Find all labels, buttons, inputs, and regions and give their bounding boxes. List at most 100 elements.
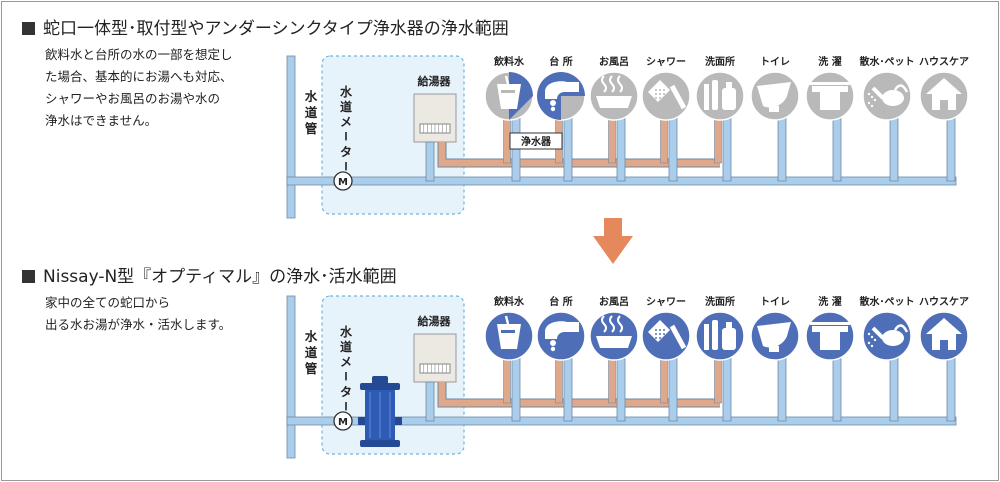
cold-pipe: [722, 357, 732, 422]
svg-text:道: 道: [340, 99, 352, 114]
section1-heading: 蛇口一体型･取付型やアンダーシンクタイプ浄水器の浄水範囲: [22, 14, 509, 39]
water-meter-icon: [333, 411, 353, 431]
water-heater-unit: [413, 93, 457, 143]
fixture-circle: [536, 311, 586, 361]
fixture-label: 台 所: [549, 295, 572, 308]
heading-square-icon: [22, 270, 35, 283]
fixture-circle: [641, 71, 691, 121]
fixture-circle: [695, 71, 745, 121]
svg-text:タ: タ: [340, 145, 352, 159]
shower-icon: [648, 80, 687, 110]
cold-pipe: [425, 141, 435, 182]
fixture-3: お風呂: [589, 296, 639, 361]
fixture-8: 散水･ペット: [860, 295, 915, 361]
svg-text:メ: メ: [340, 115, 352, 129]
hot-water-riser: [503, 117, 511, 164]
fixture-7: 洗 濯: [805, 55, 855, 121]
svg-text:水: 水: [305, 329, 318, 344]
hot-water-riser: [714, 357, 722, 404]
cold-pipe: [889, 117, 899, 182]
water-meter-icon: [333, 171, 353, 191]
purifier-unit: [358, 376, 402, 447]
cup-icon: [497, 315, 521, 349]
faucet-icon: [545, 81, 579, 112]
fixture-label: ハウスケア: [919, 56, 969, 68]
cold-pipe: [286, 55, 296, 219]
fixture-1: 飲料水: [484, 55, 534, 121]
svg-text:道: 道: [340, 339, 352, 354]
svg-text:水: 水: [305, 89, 318, 104]
fixture-label: 飲料水: [493, 295, 525, 308]
svg-text:水: 水: [340, 84, 353, 99]
cold-pipe: [616, 357, 626, 422]
section1-diagram: 水道管水道メタ給湯器飲料水台 所お風呂シャワー洗面所トイレ洗 濯散水･ペットハウ…: [286, 55, 969, 219]
toothbrush-icon: [704, 320, 736, 350]
cold-pipe: [777, 117, 787, 182]
cold-pipe: [563, 357, 573, 422]
fixture-label: 散水･ペット: [860, 55, 915, 68]
water-main-label: 水道管: [305, 329, 318, 376]
svg-text:メ: メ: [340, 355, 352, 369]
shower-icon: [648, 320, 687, 350]
cold-pipe: [777, 357, 787, 422]
fixture-label: ハウスケア: [919, 296, 969, 308]
fixture-label: 洗 濯: [818, 295, 841, 308]
fixture-label: トイレ: [760, 296, 790, 308]
svg-text:道: 道: [305, 105, 318, 120]
fixture-8: 散水･ペット: [860, 55, 915, 121]
fixture-5: 洗面所: [695, 295, 745, 361]
fixture-label: シャワー: [646, 56, 686, 68]
cold-pipe: [722, 117, 732, 182]
house-icon: [926, 78, 962, 110]
water-meter-symbol: M: [338, 177, 348, 188]
fixture-9: ハウスケア: [919, 296, 969, 361]
cold-pipe: [511, 357, 521, 422]
fixture-7: 洗 濯: [805, 295, 855, 361]
purifier-label: 浄水器: [521, 135, 552, 148]
fixture-2: 台 所: [536, 55, 586, 121]
section1-description: 飲料水と台所の水の一部を想定し た場合、基本的にお湯へも対応、 シャワーやお風呂…: [45, 47, 233, 128]
bathtub-icon: [596, 315, 632, 348]
hot-water-riser: [555, 357, 563, 404]
cup-icon: [497, 75, 521, 109]
fixture-6: トイレ: [750, 56, 800, 121]
hot-water-pipe: [438, 142, 720, 167]
purified-sector: [537, 96, 561, 120]
cold-pipe: [832, 117, 842, 182]
cold-pipe: [946, 357, 956, 422]
water-heater-label: 給湯器: [418, 314, 452, 328]
water-heater-unit: [413, 333, 457, 383]
shirt-icon: [810, 82, 850, 110]
hot-water-riser: [608, 117, 616, 164]
section2-title: Nissay-N型『オプティマル』の浄水･活水範囲: [43, 267, 397, 287]
hot-water-riser: [660, 117, 668, 164]
fixture-circle: [641, 311, 691, 361]
heading-square-icon: [22, 22, 35, 35]
cold-pipe: [668, 117, 678, 182]
cold-pipe: [889, 357, 899, 422]
section2-diagram: 水道管水道メタ給湯器飲料水台 所お風呂シャワー洗面所トイレ洗 濯散水･ペットハウ…: [286, 295, 969, 459]
fixture-label: 散水･ペット: [860, 295, 915, 308]
section2-description: 家中の全ての蛇口から 出る水お湯が浄水・活水します。: [45, 295, 232, 332]
faucet-icon: [545, 321, 579, 352]
down-arrow-icon: [593, 218, 633, 264]
bathtub-icon: [596, 75, 632, 108]
fixture-label: 洗面所: [705, 55, 735, 68]
watering-can-icon: [867, 324, 909, 348]
svg-text:管: 管: [305, 361, 318, 376]
hot-water-riser: [608, 357, 616, 404]
section1-title: 蛇口一体型･取付型やアンダーシンクタイプ浄水器の浄水範囲: [43, 19, 509, 39]
cold-pipe: [616, 117, 626, 182]
fixture-4: シャワー: [641, 296, 691, 361]
hot-water-riser: [503, 357, 511, 404]
cold-pipe: [563, 117, 573, 182]
watering-can-icon: [867, 84, 909, 108]
cold-pipe: [668, 357, 678, 422]
toilet-icon: [757, 322, 791, 352]
fixture-label: トイレ: [760, 56, 790, 68]
hot-water-riser: [660, 357, 668, 404]
cold-pipe: [946, 117, 956, 182]
